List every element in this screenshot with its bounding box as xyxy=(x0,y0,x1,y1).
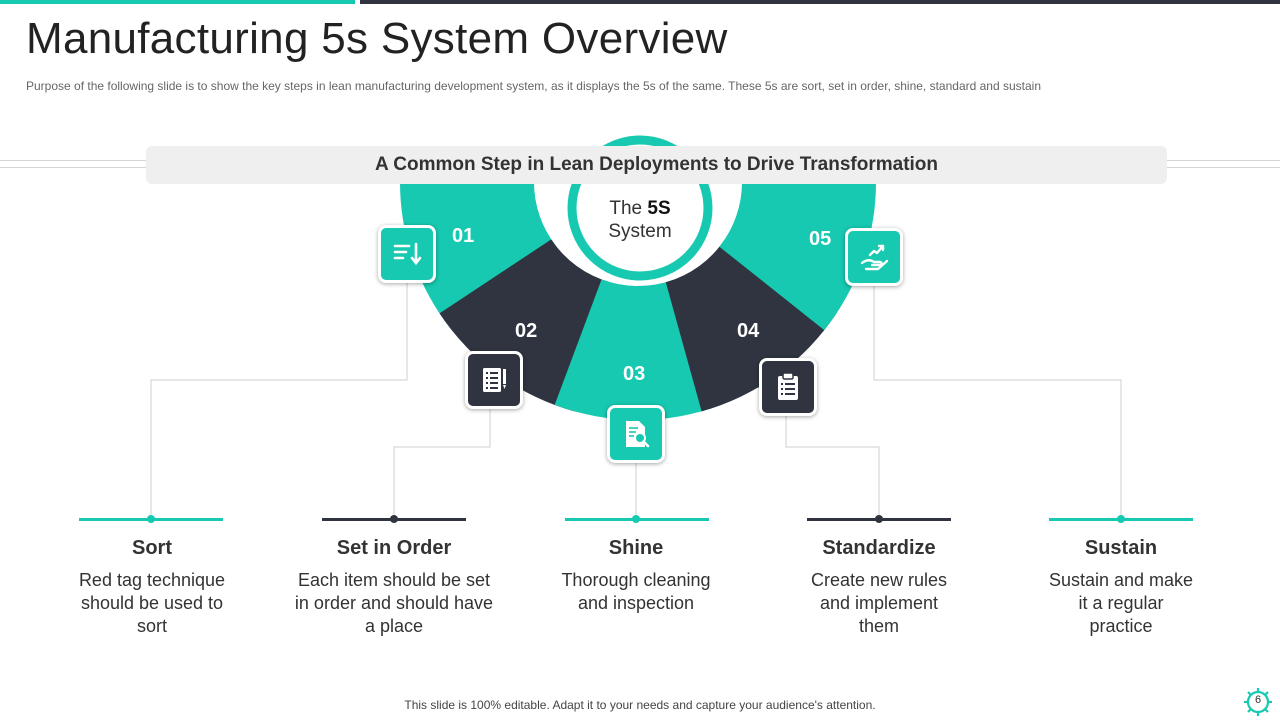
connector-sustain xyxy=(873,282,1122,518)
step-title-sort: Sort xyxy=(132,537,172,559)
page-number: 6 xyxy=(1254,694,1262,706)
center-label-bold: 5S xyxy=(647,198,671,219)
divider-line xyxy=(0,167,146,168)
top-accent-bar xyxy=(0,0,355,4)
step-number-02: 02 xyxy=(515,320,538,342)
hand-growth-icon xyxy=(845,228,903,286)
sort-list-icon xyxy=(378,225,436,283)
gear-segment-sort xyxy=(400,182,557,331)
divider-line xyxy=(0,160,146,161)
clipboard-icon xyxy=(759,358,817,416)
gear-segment-standardize xyxy=(665,239,837,412)
footer-note: This slide is 100% editable. Adapt it to… xyxy=(404,698,876,712)
step-desc-sustain: Sustain and make it a regular practice xyxy=(1048,570,1194,636)
step-dot-sort xyxy=(147,515,155,523)
step-number-05: 05 xyxy=(809,228,832,250)
gear-segment-set-in-order xyxy=(439,239,611,412)
step-dot-standardize xyxy=(875,515,883,523)
step-desc-shine: Thorough cleaning and inspection xyxy=(561,570,711,613)
step-desc-standardize: Create new rules and implement them xyxy=(810,570,948,636)
gear-icon xyxy=(1244,688,1272,716)
step-title-sustain: Sustain xyxy=(1084,537,1158,559)
page-subtitle: Purpose of the following slide is to sho… xyxy=(26,79,1041,93)
page-title: Manufacturing 5s System Overview xyxy=(26,14,728,63)
step-desc-sort: Red tag technique should be used to sort xyxy=(78,570,226,636)
step-title-shine: Shine xyxy=(608,537,664,559)
connector-lines xyxy=(150,280,1122,518)
center-label: The 5S System xyxy=(570,197,710,243)
step-title-set-in-order: Set in Order xyxy=(336,537,452,559)
top-dark-bar xyxy=(360,0,1280,4)
step-dot-set-in-order xyxy=(390,515,398,523)
document-list-icon xyxy=(465,351,523,409)
banner-heading: A Common Step in Lean Deployments to Dri… xyxy=(146,146,1167,184)
connector-sort xyxy=(150,280,408,518)
step-number-03: 03 xyxy=(623,363,646,385)
step-number-01: 01 xyxy=(452,225,475,247)
divider-line xyxy=(1167,160,1280,161)
connector-set-in-order xyxy=(393,405,491,518)
gear-segment-sustain xyxy=(719,182,876,331)
step-title-standardize: Standardize xyxy=(822,537,936,559)
center-label-line2: System xyxy=(608,221,672,242)
connector-standardize xyxy=(785,410,880,518)
center-label-prefix: The xyxy=(609,198,648,219)
divider-line xyxy=(1167,167,1280,168)
banner-text: A Common Step in Lean Deployments to Dri… xyxy=(374,154,939,175)
step-number-04: 04 xyxy=(737,320,760,342)
document-search-icon xyxy=(607,405,665,463)
step-desc-set-in-order: Each item should be set in order and sho… xyxy=(294,570,494,636)
step-dot-sustain xyxy=(1117,515,1125,523)
step-dot-shine xyxy=(632,515,640,523)
